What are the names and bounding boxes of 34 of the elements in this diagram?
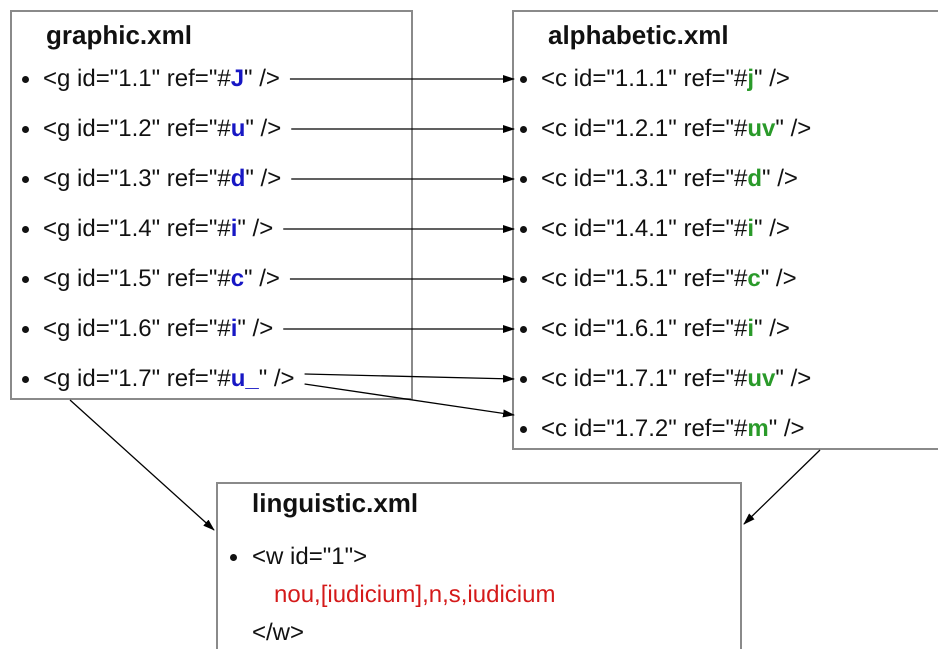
xml-tag: <w id="1"> — [252, 542, 368, 572]
file-panel — [216, 482, 742, 649]
xml-element-line: <c id="1.7.2" ref="#m" /> — [541, 414, 805, 444]
word-annotation: nou,[iudicium],n,s,iudicium — [274, 580, 556, 610]
xml-element-line: <c id="1.5.1" ref="#c" /> — [541, 264, 797, 294]
xml-element-line: <c id="1.7.1" ref="#uv" /> — [541, 364, 812, 394]
xml-element-line: <c id="1.1.1" ref="#j" /> — [541, 64, 790, 94]
xml-element-line: <g id="1.5" ref="#c" /> — [43, 264, 280, 294]
xml-element-line: <g id="1.2" ref="#u" /> — [43, 114, 282, 144]
xml-element-line: <c id="1.3.1" ref="#d" /> — [541, 164, 798, 194]
file-name-heading: alphabetic.xml — [548, 20, 729, 50]
file-panel — [10, 10, 413, 400]
arrow — [70, 400, 215, 531]
arrow — [283, 325, 515, 333]
arrow — [290, 75, 515, 83]
xml-element-line: <g id="1.7" ref="#u_" /> — [43, 364, 295, 394]
arrow — [290, 275, 515, 283]
xml-element-line: <c id="1.4.1" ref="#i" /> — [541, 214, 790, 244]
arrow — [283, 225, 515, 233]
xml-element-line: <g id="1.6" ref="#i" /> — [43, 314, 274, 344]
arrow — [291, 125, 515, 133]
xml-element-line: <c id="1.2.1" ref="#uv" /> — [541, 114, 812, 144]
arrow — [304, 383, 515, 418]
xml-element-line: <g id="1.3" ref="#d" /> — [43, 164, 282, 194]
xml-element-line: <g id="1.4" ref="#i" /> — [43, 214, 274, 244]
xml-element-line: <c id="1.6.1" ref="#i" /> — [541, 314, 790, 344]
arrow — [743, 450, 820, 525]
xml-tag: </w> — [252, 618, 304, 648]
file-name-heading: graphic.xml — [46, 20, 192, 50]
xml-element-line: <g id="1.1" ref="#J" /> — [43, 64, 280, 94]
arrow — [291, 175, 515, 183]
arrow — [304, 373, 515, 383]
file-panel — [512, 10, 938, 450]
file-name-heading: linguistic.xml — [252, 488, 418, 518]
